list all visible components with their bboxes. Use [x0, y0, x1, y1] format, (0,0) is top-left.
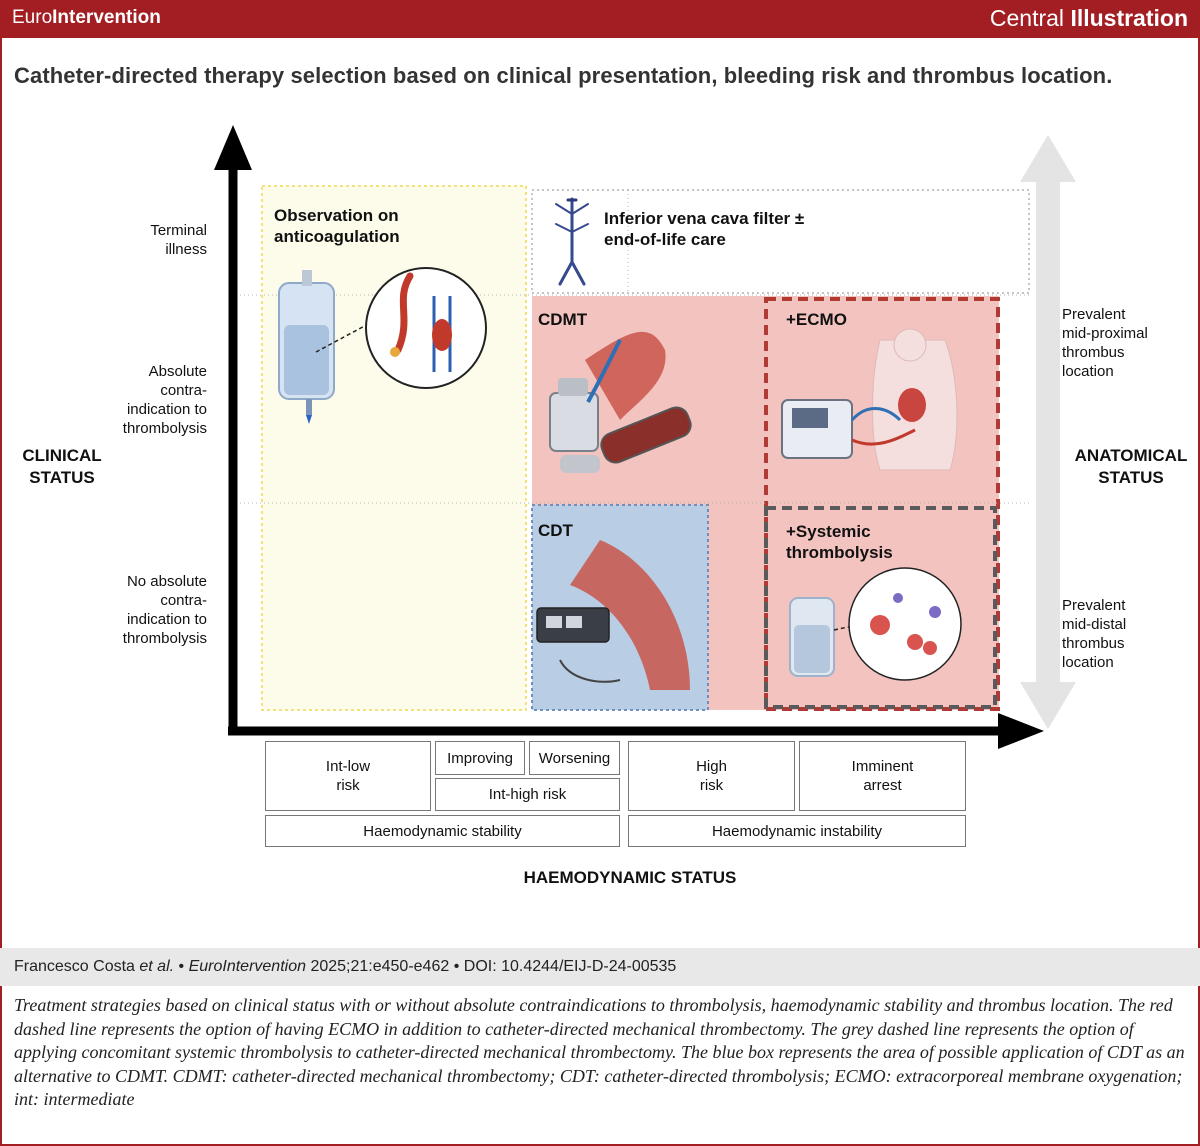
ivc-filter-icon: [555, 197, 589, 286]
imminent-line2: arrest: [863, 777, 902, 794]
no-absolute-line1: No absolute: [126, 573, 207, 590]
diagram-area: CLINICAL STATUS Terminal illness Absolut…: [0, 100, 1200, 940]
clot-magnifier-icon: [365, 267, 487, 389]
int-low-line1: Int-low: [325, 758, 371, 775]
worsening-box: Worsening: [529, 741, 620, 775]
terminal-line1: Terminal: [150, 222, 207, 239]
distal-line1: Prevalent: [1062, 597, 1126, 614]
mid-proximal-label: Prevalent mid-proximal thrombus location: [1062, 305, 1172, 381]
distal-line3: thrombus: [1062, 635, 1125, 652]
haemodynamic-instability-box: Haemodynamic instability: [628, 815, 966, 847]
citation-etal: et al.: [139, 958, 175, 975]
header-bar: EuroIntervention Central Illustration: [0, 0, 1200, 38]
systemic-label: +Systemic thrombolysis: [786, 521, 893, 563]
clinical-status-label: CLINICAL STATUS: [22, 445, 102, 489]
no-absolute-line4: thrombolysis: [122, 630, 207, 647]
observation-label: Observation on anticoagulation: [274, 205, 400, 247]
thrombectomy-device-icon: [549, 331, 692, 473]
high-risk-box: High risk: [628, 741, 795, 811]
haemodynamic-stability-box: Haemodynamic stability: [265, 815, 620, 847]
ivc-line1: Inferior vena cava filter ±: [604, 209, 805, 228]
thrombolysis-bag-icon: [789, 567, 962, 681]
ecmo-machine-icon: [781, 328, 958, 471]
absolute-contraindication-label: Absolute contra- indication to thromboly…: [100, 362, 207, 438]
systemic-line1: +Systemic: [786, 522, 871, 541]
no-absolute-line2: contra-: [160, 592, 207, 609]
no-absolute-line3: indication to: [126, 611, 207, 628]
figure-caption: Treatment strategies based on clinical s…: [14, 995, 1185, 1109]
ecmo-label: +ECMO: [786, 310, 847, 329]
observation-zone: [261, 185, 527, 711]
anatomical-status-line1: ANATOMICAL: [1074, 446, 1188, 465]
cdt-console-icon: [536, 540, 690, 690]
anatomical-status-label: ANATOMICAL STATUS: [1072, 445, 1190, 489]
citation-bullet-2: •: [453, 958, 460, 975]
ivc-label: Inferior vena cava filter ± end-of-life …: [604, 208, 804, 250]
improving-box: Improving: [435, 741, 525, 775]
brand-light: Euro: [12, 7, 53, 28]
absolute-line1: Absolute: [148, 363, 207, 380]
iv-bag-icon: [278, 270, 373, 424]
anatomical-status-line2: STATUS: [1098, 468, 1164, 487]
imminent-line1: Imminent: [851, 758, 914, 775]
distal-line2: mid-distal: [1062, 616, 1127, 633]
observation-line2: anticoagulation: [274, 227, 400, 246]
observation-line1: Observation on: [274, 206, 399, 225]
central-illustration-label: Central Illustration: [990, 5, 1188, 32]
citation-journal: EuroIntervention: [188, 958, 306, 975]
brand-bold: Intervention: [52, 7, 161, 28]
systemic-line2: thrombolysis: [786, 543, 893, 562]
distal-line4: location: [1062, 654, 1114, 671]
cdmt-label: CDMT: [538, 310, 588, 329]
ecmo-dashed-box: [764, 297, 1000, 711]
high-line1: High: [696, 758, 727, 775]
citation-doi: DOI: 10.4244/EIJ-D-24-00535: [463, 958, 677, 975]
mid-distal-label: Prevalent mid-distal thrombus location: [1062, 596, 1172, 672]
proximal-line4: location: [1062, 363, 1114, 380]
citation-ref: 2025;21:e450-e462: [310, 958, 450, 975]
citation-authors: Francesco Costa: [14, 958, 135, 975]
systemic-dashed-box: [764, 506, 997, 709]
figure-title: Catheter-directed therapy selection base…: [14, 63, 1113, 88]
clinical-status-line1: CLINICAL: [22, 446, 102, 465]
citation-bullet-1: •: [178, 958, 185, 975]
proximal-line1: Prevalent: [1062, 306, 1126, 323]
diagram-svg: [214, 125, 1076, 749]
anatomical-arrow: [1020, 135, 1076, 729]
ivc-line2: end-of-life care: [604, 230, 726, 249]
citation-bar: Francesco Costa et al. • EuroInterventio…: [0, 948, 1200, 986]
absolute-line2: contra-: [160, 382, 207, 399]
proximal-line3: thrombus: [1062, 344, 1125, 361]
absolute-line3: indication to: [126, 401, 207, 418]
int-high-risk-box: Int-high risk: [435, 778, 620, 811]
clinical-status-line2: STATUS: [29, 468, 95, 487]
clinical-axis-arrow: [214, 125, 252, 730]
high-line2: risk: [699, 777, 724, 794]
imminent-arrest-box: Imminent arrest: [799, 741, 966, 811]
central-light: Central: [989, 5, 1065, 31]
no-absolute-contraindication-label: No absolute contra- indication to thromb…: [100, 572, 207, 648]
absolute-line4: thrombolysis: [122, 420, 207, 437]
ivc-zone: [531, 189, 1030, 294]
journal-brand: EuroIntervention: [12, 7, 161, 29]
int-low-line2: risk: [336, 777, 360, 794]
haemodynamic-axis-arrow: [228, 713, 1044, 749]
haemodynamic-status-label: HAEMODYNAMIC STATUS: [523, 868, 737, 887]
terminal-illness-label: Terminal illness: [100, 221, 207, 259]
terminal-line2: illness: [165, 241, 207, 258]
int-low-risk-box: Int-low risk: [265, 741, 431, 811]
cdt-label: CDT: [538, 521, 573, 540]
central-bold: Illustration: [1070, 5, 1188, 31]
proximal-line2: mid-proximal: [1062, 325, 1148, 342]
